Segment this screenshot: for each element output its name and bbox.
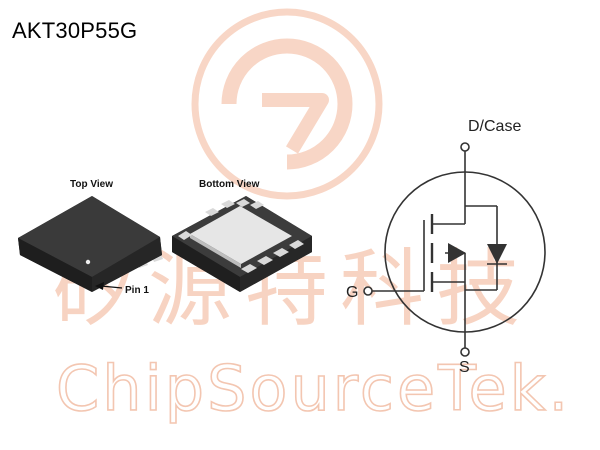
pin1-arrow <box>95 282 123 290</box>
pin1-marker <box>85 259 91 265</box>
top-view-label: Top View <box>70 179 113 190</box>
source-label: S <box>459 359 470 376</box>
top-view-package <box>18 196 163 292</box>
channel-arrow <box>448 243 466 263</box>
pin1-label: Pin 1 <box>125 285 149 296</box>
bottom-view-package <box>172 196 312 292</box>
drain-label: D/Case <box>468 118 521 135</box>
bottom-view-label: Bottom View <box>199 179 260 190</box>
body-diode <box>487 244 507 264</box>
part-number-title: AKT30P55G <box>12 18 138 43</box>
gate-label: G <box>346 284 358 301</box>
watermark-english-text: ChipSourceTek. <box>56 352 571 425</box>
gate-terminal <box>363 286 373 296</box>
source-terminal <box>460 347 470 357</box>
watermark-logo <box>191 8 383 200</box>
drain-terminal <box>460 142 470 152</box>
